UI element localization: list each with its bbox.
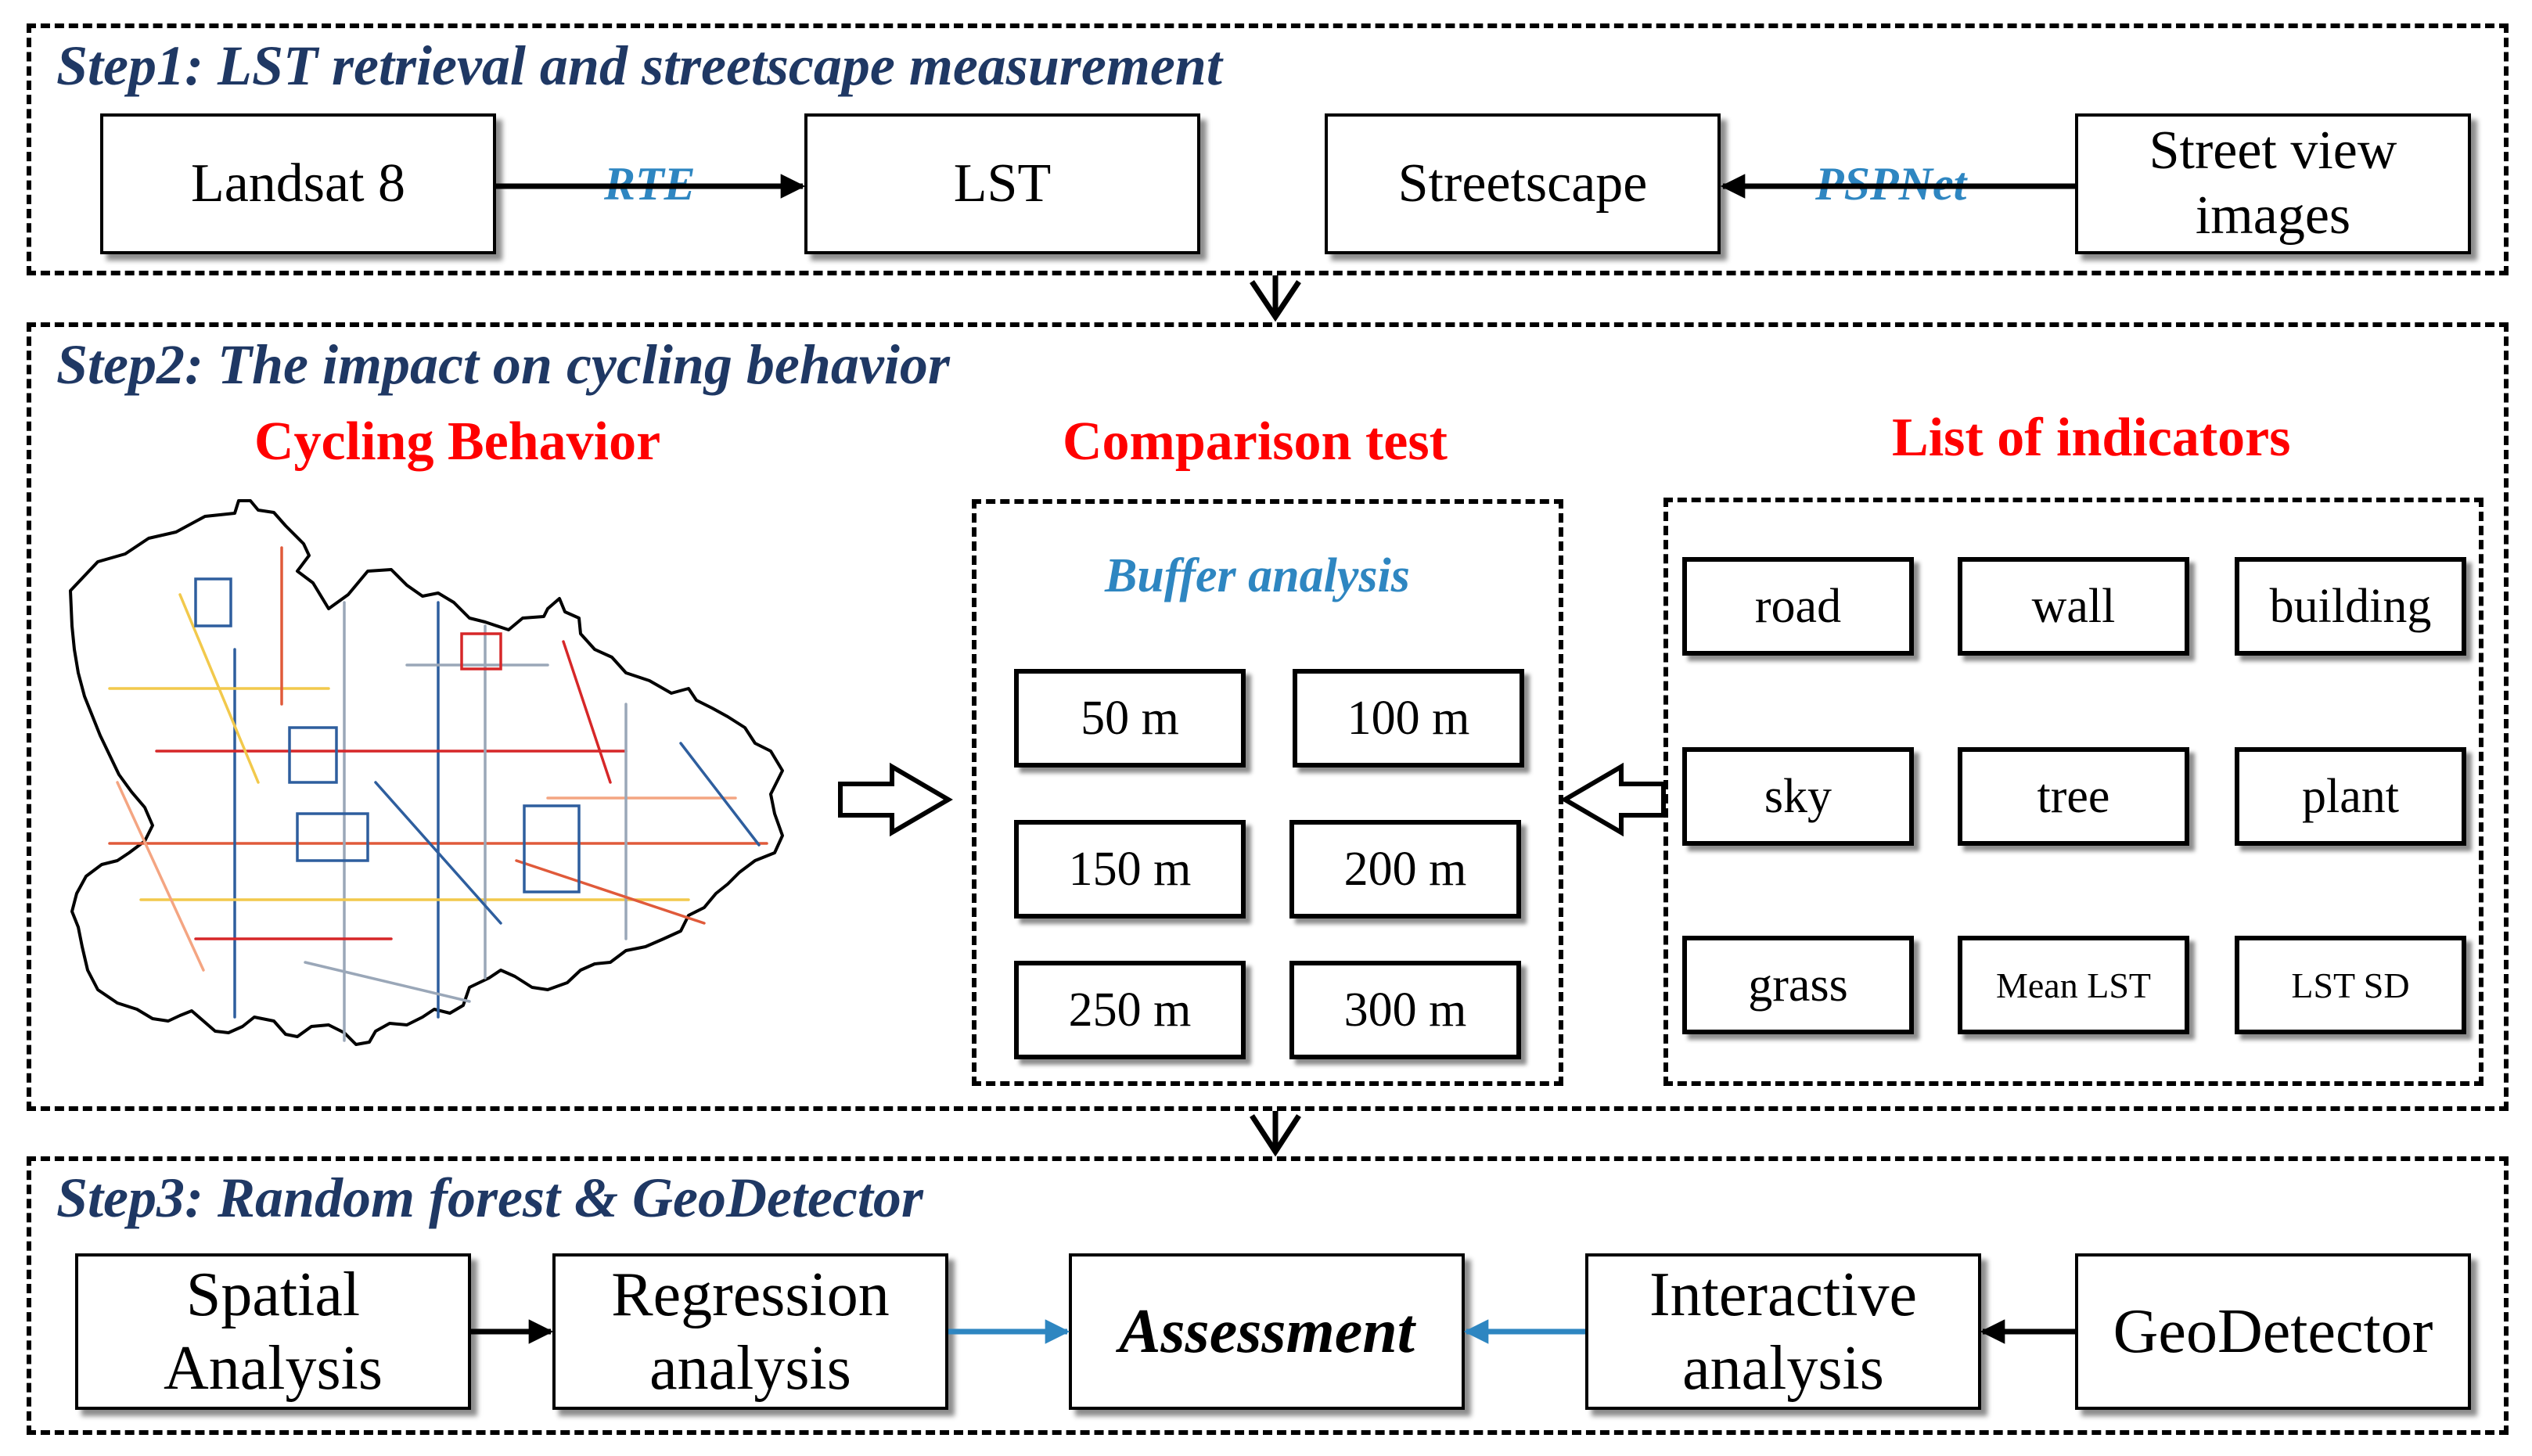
step3-frame — [27, 1156, 2509, 1435]
map-road-loop — [523, 804, 581, 893]
step2-frame — [27, 322, 2509, 1111]
map-road-segment — [515, 859, 706, 925]
street-view-images-box: Street view images — [2075, 113, 2471, 254]
buffer-250m: 250 m — [1014, 961, 1246, 1059]
geodetector-box: GeoDetector — [2075, 1253, 2471, 1410]
indicator-sky: sky — [1682, 747, 1914, 846]
map-road-segment — [679, 742, 761, 847]
indicator-tree: tree — [1958, 747, 2189, 846]
map-to-comparison-arrow — [838, 762, 953, 837]
map-road-loop — [194, 577, 232, 627]
interactive-analysis-box: Interactive analysis — [1585, 1253, 1981, 1410]
cycling-map — [69, 499, 784, 1046]
map-road-segment — [116, 781, 205, 972]
map-road-segment — [562, 640, 612, 784]
buffer-50m: 50 m — [1014, 669, 1246, 768]
buffer-300m: 300 m — [1289, 961, 1521, 1059]
comparison-test-heading: Comparison test — [1063, 412, 1448, 472]
map-road-segment — [374, 781, 502, 925]
step1-to-step2-arrow — [1250, 280, 1301, 322]
map-road-network — [108, 546, 768, 1042]
list-of-indicators-heading: List of indicators — [1892, 408, 2291, 468]
map-road-segment — [304, 961, 471, 1003]
indicator-plant: plant — [2235, 747, 2466, 846]
indicator-building: building — [2235, 557, 2466, 656]
map-road-segment — [178, 593, 260, 784]
step3-title: Step3: Random forest & GeoDetector — [56, 1167, 923, 1229]
buffer-150m: 150 m — [1014, 820, 1246, 919]
map-road-loop — [296, 812, 369, 862]
assessment-box: Assessment — [1069, 1253, 1465, 1410]
indicator-road: road — [1682, 557, 1914, 656]
indicators-to-comparison-arrow — [1560, 762, 1666, 837]
step2-to-step3-arrow — [1250, 1114, 1301, 1157]
indicator-grass: grass — [1682, 936, 1914, 1034]
buffer-analysis-title: Buffer analysis — [1105, 549, 1410, 602]
landsat-box: Landsat 8 — [100, 113, 496, 254]
indicator-wall: wall — [1958, 557, 2189, 656]
map-road-loop — [460, 632, 502, 670]
regression-analysis-box: Regression analysis — [552, 1253, 948, 1410]
spatial-analysis-box: Spatial Analysis — [75, 1253, 471, 1410]
buffer-analysis-frame — [972, 499, 1563, 1086]
step1-title: Step1: LST retrieval and streetscape mea… — [56, 34, 1222, 97]
step1-frame — [27, 23, 2509, 275]
lst-box: LST — [804, 113, 1200, 254]
streetscape-box: Streetscape — [1325, 113, 1721, 254]
map-outline — [69, 499, 784, 1046]
indicator-mean-lst: Mean LST — [1958, 936, 2189, 1034]
indicator-lst-sd: LST SD — [2235, 936, 2466, 1034]
buffer-100m: 100 m — [1293, 669, 1524, 768]
buffer-200m: 200 m — [1289, 820, 1521, 919]
step2-title: Step2: The impact on cycling behavior — [56, 333, 950, 396]
cycling-behavior-heading: Cycling Behavior — [254, 412, 661, 472]
map-road-loop — [288, 726, 338, 784]
